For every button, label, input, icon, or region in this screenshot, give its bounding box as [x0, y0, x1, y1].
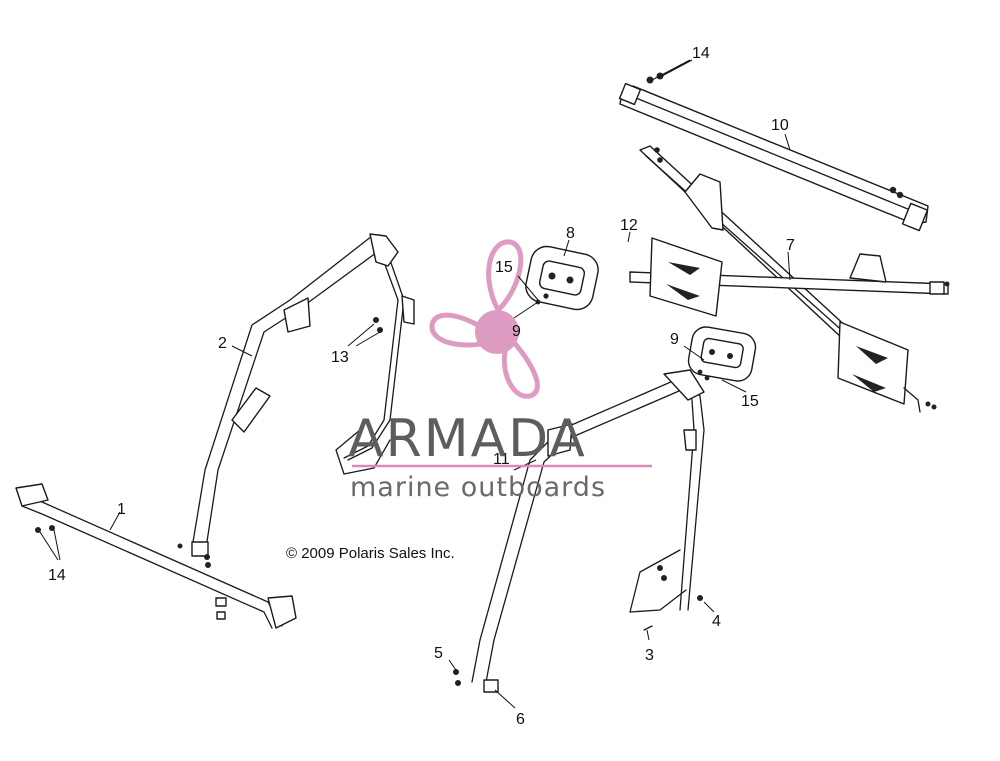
callout-14-top: 14 — [692, 45, 710, 62]
right-roll-cage — [453, 369, 705, 693]
callout-3: 3 — [645, 647, 654, 664]
callout-11: 11 — [493, 451, 510, 468]
callout-15-lower: 15 — [741, 393, 759, 410]
callout-12: 12 — [620, 217, 638, 234]
callout-1: 1 — [117, 501, 126, 518]
mount-panel-right — [837, 321, 937, 413]
front-lower-bar — [15, 483, 297, 629]
watermark-tagline: marine outboards — [350, 472, 606, 503]
watermark-brand: ARMADA — [348, 409, 587, 469]
mount-panel-left — [649, 237, 723, 317]
callout-8: 8 — [566, 225, 575, 242]
callouts: 1 2 3 4 5 6 7 8 9 9 10 11 12 13 14 14 15… — [48, 45, 795, 728]
callout-7: 7 — [786, 237, 795, 254]
callout-4: 4 — [712, 613, 721, 630]
callout-9-lower: 9 — [670, 331, 679, 348]
callout-6: 6 — [516, 711, 525, 728]
propeller-icon — [429, 239, 540, 399]
light-upper — [525, 245, 599, 311]
callout-13: 13 — [331, 349, 349, 366]
callout-15-upper: 15 — [495, 259, 513, 276]
copyright-notice: © 2009 Polaris Sales Inc. — [286, 545, 455, 562]
leader-lines — [39, 59, 791, 709]
light-lower — [687, 326, 757, 382]
watermark: ARMADA marine outboards — [348, 409, 652, 503]
callout-9-upper: 9 — [512, 323, 521, 340]
rear-top-bar — [618, 72, 929, 232]
callout-5: 5 — [434, 645, 443, 662]
callout-14-left: 14 — [48, 567, 66, 584]
callout-10: 10 — [771, 117, 789, 134]
left-roll-cage — [177, 233, 415, 568]
callout-2: 2 — [218, 335, 227, 352]
